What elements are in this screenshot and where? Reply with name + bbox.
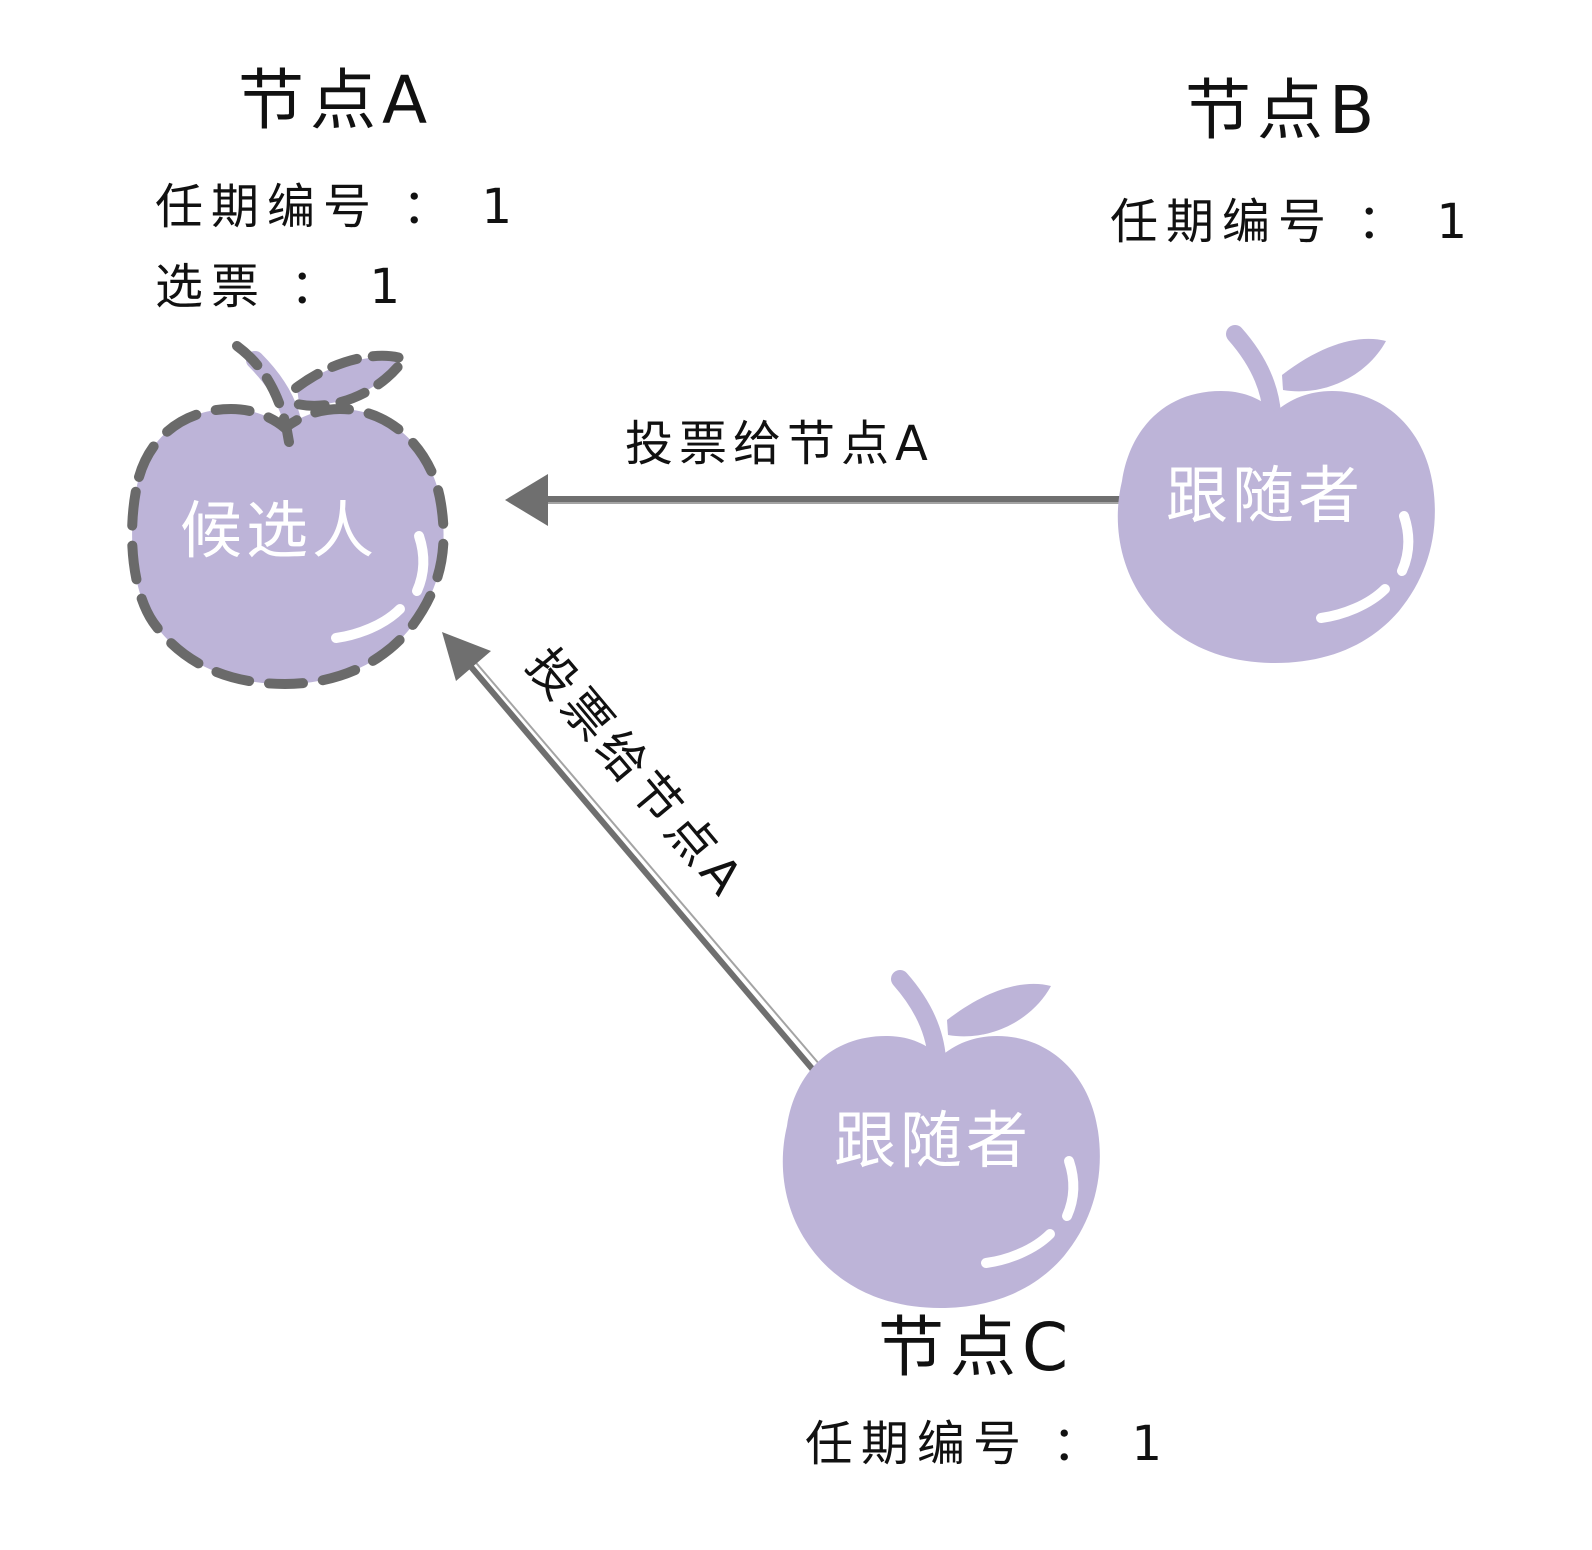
node-a-role: 候选人 bbox=[180, 494, 379, 567]
edge-b-to-a-label: 投票给节点A bbox=[625, 416, 934, 472]
node-c-title: 节点C bbox=[878, 1309, 1075, 1386]
candidate-apple-node-a bbox=[127, 341, 449, 690]
node-b-term: 任期编号 ： 1 bbox=[1110, 194, 1476, 250]
apple-icon bbox=[1117, 325, 1435, 663]
node-b-role: 跟随者 bbox=[1166, 459, 1365, 532]
node-b-title: 节点B bbox=[1185, 72, 1381, 149]
apple-icon bbox=[782, 970, 1100, 1308]
edge-c-to-a bbox=[442, 632, 827, 1080]
edge-b-to-a bbox=[505, 474, 1130, 526]
node-c-role: 跟随者 bbox=[834, 1104, 1033, 1177]
arrowhead-icon bbox=[442, 632, 491, 681]
node-a-title: 节点A bbox=[238, 62, 434, 139]
node-c-term: 任期编号 ： 1 bbox=[805, 1416, 1171, 1472]
follower-apple-node-c bbox=[782, 970, 1100, 1308]
follower-apple-node-b bbox=[1117, 325, 1435, 663]
node-a-votes: 选票 ： 1 bbox=[155, 259, 409, 315]
node-a-term: 任期编号 ： 1 bbox=[155, 179, 521, 235]
apple-icon bbox=[127, 341, 449, 690]
arrowhead-icon bbox=[505, 474, 548, 526]
